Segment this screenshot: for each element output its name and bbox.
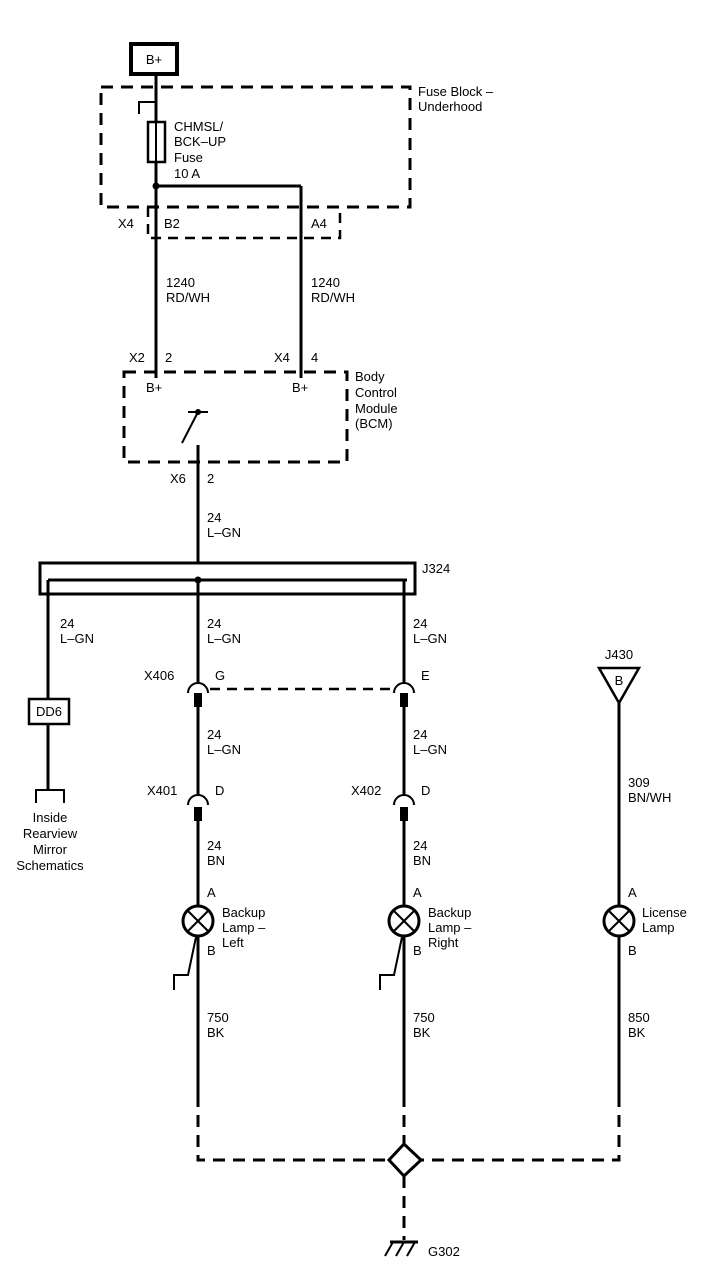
bcm-pin-2: 2 <box>165 350 172 365</box>
wire-left-color: RD/WH <box>166 290 210 305</box>
fuse-block-connector-x4: X4 B2 A4 <box>118 207 342 240</box>
bcm-connector-x6: X6 <box>170 471 186 486</box>
j430-label: J430 <box>605 647 633 662</box>
pin-b2-label: B2 <box>164 216 180 231</box>
battery-positive-terminal: B+ <box>129 42 179 76</box>
lamp-feed-right-number: 24 <box>413 838 427 853</box>
battery-positive-label: B+ <box>146 52 162 67</box>
splice-connector-j430: J430 B <box>596 647 642 706</box>
ground-license-color: BK <box>628 1025 646 1040</box>
connector-x402-pin: D <box>421 783 430 798</box>
license-lamp-line2: Lamp <box>642 920 675 935</box>
mirror-box-label: DD6 <box>36 704 62 719</box>
lamp-feed-left-color: BN <box>207 853 225 868</box>
wire-bcm-out-color: L–GN <box>207 525 241 540</box>
ground-license-number: 850 <box>628 1010 650 1025</box>
fuse-name-line3: Fuse <box>174 150 203 165</box>
splice-pack-j324: J324 <box>38 561 450 596</box>
branch-left-color: L–GN <box>60 631 94 646</box>
ground-right-color: BK <box>413 1025 431 1040</box>
bcm-title-line4: (BCM) <box>355 416 393 431</box>
lamp-right-line3: Right <box>428 935 459 950</box>
license-feed-number: 309 <box>628 775 650 790</box>
lamp-left-line3: Left <box>222 935 244 950</box>
branch-center-number: 24 <box>207 616 221 631</box>
connector-x402-label: X402 <box>351 783 381 798</box>
license-feed-color: BN/WH <box>628 790 671 805</box>
fuse-block-underhood: Fuse Block – Underhood <box>99 84 494 209</box>
ground-left-number: 750 <box>207 1010 229 1025</box>
backup-lamp-right: A B Backup Lamp – Right <box>379 885 472 990</box>
wire-right-number: 1240 <box>311 275 340 290</box>
wire-left-number: 1240 <box>166 275 195 290</box>
ground-g302: G302 <box>384 1240 460 1259</box>
license-lamp: A B License Lamp <box>602 885 687 958</box>
bcm-title-line3: Module <box>355 401 398 416</box>
bcm-b-plus-left: B+ <box>146 380 162 395</box>
fuse-block-title-line2: Underhood <box>418 99 482 114</box>
connector-x401: X401 D <box>147 783 224 821</box>
fuse-name-line1: CHMSL/ <box>174 119 224 134</box>
lamp-left-pin-b: B <box>207 943 216 958</box>
branch-center-color: L–GN <box>207 631 241 646</box>
connector-x406-pin-e: E <box>421 668 430 683</box>
bcm-connector-x4: X4 <box>274 350 290 365</box>
mirror-schematic-reference: DD6 Inside Rearview Mirror Schematics <box>16 697 84 873</box>
license-lamp-pin-a: A <box>628 885 637 900</box>
mid-right-color: L–GN <box>413 742 447 757</box>
lamp-right-line2: Lamp – <box>428 920 472 935</box>
fuse-name-line2: BCK–UP <box>174 134 226 149</box>
j430-pin: B <box>615 673 624 688</box>
mid-left-number: 24 <box>207 727 221 742</box>
connector-x406-label: X406 <box>144 668 174 683</box>
mid-right-number: 24 <box>413 727 427 742</box>
ground-splice-diamond <box>386 1141 424 1179</box>
bcm-connector-x2: X2 <box>129 350 145 365</box>
bcm-b-plus-right: B+ <box>292 380 308 395</box>
lamp-left-pin-a: A <box>207 885 216 900</box>
connector-x401-pin: D <box>215 783 224 798</box>
connector-x406: X406 G E <box>144 668 430 707</box>
branch-right-number: 24 <box>413 616 427 631</box>
body-control-module: B+ B+ Body Control Module (BCM) <box>122 369 398 464</box>
fuse-rating: 10 A <box>174 166 200 181</box>
bcm-title-line2: Control <box>355 385 397 400</box>
wire-right-color: RD/WH <box>311 290 355 305</box>
branch-right-color: L–GN <box>413 631 447 646</box>
fuse-block-title: Fuse Block – <box>418 84 494 99</box>
lamp-feed-right-color: BN <box>413 853 431 868</box>
mirror-text-line2: Rearview <box>23 826 78 841</box>
branch-left-number: 24 <box>60 616 74 631</box>
chmsl-bck-up-fuse: CHMSL/ BCK–UP Fuse 10 A <box>146 119 226 181</box>
connector-x401-label: X401 <box>147 783 177 798</box>
pin-a4-label: A4 <box>311 216 327 231</box>
splice-label: J324 <box>422 561 450 576</box>
lamp-feed-left-number: 24 <box>207 838 221 853</box>
lamp-left-line2: Lamp – <box>222 920 266 935</box>
ground-right-number: 750 <box>413 1010 435 1025</box>
bcm-pin-x6: 2 <box>207 471 214 486</box>
wire-bcm-out-number: 24 <box>207 510 221 525</box>
lamp-right-pin-b: B <box>413 943 422 958</box>
license-lamp-line1: License <box>642 905 687 920</box>
connector-x402: X402 D <box>351 783 430 821</box>
bcm-pin-4: 4 <box>311 350 318 365</box>
mirror-text-line1: Inside <box>33 810 68 825</box>
bcm-title-line1: Body <box>355 369 385 384</box>
lamp-left-line1: Backup <box>222 905 265 920</box>
mid-left-color: L–GN <box>207 742 241 757</box>
mirror-text-line4: Schematics <box>16 858 84 873</box>
connector-x4-label: X4 <box>118 216 134 231</box>
connector-x406-pin-g: G <box>215 668 225 683</box>
ground-left-color: BK <box>207 1025 225 1040</box>
backup-lamp-left: A B Backup Lamp – Left <box>173 885 266 990</box>
license-lamp-pin-b: B <box>628 943 637 958</box>
lamp-right-pin-a: A <box>413 885 422 900</box>
lamp-right-line1: Backup <box>428 905 471 920</box>
mirror-text-line3: Mirror <box>33 842 68 857</box>
ground-label: G302 <box>428 1244 460 1259</box>
